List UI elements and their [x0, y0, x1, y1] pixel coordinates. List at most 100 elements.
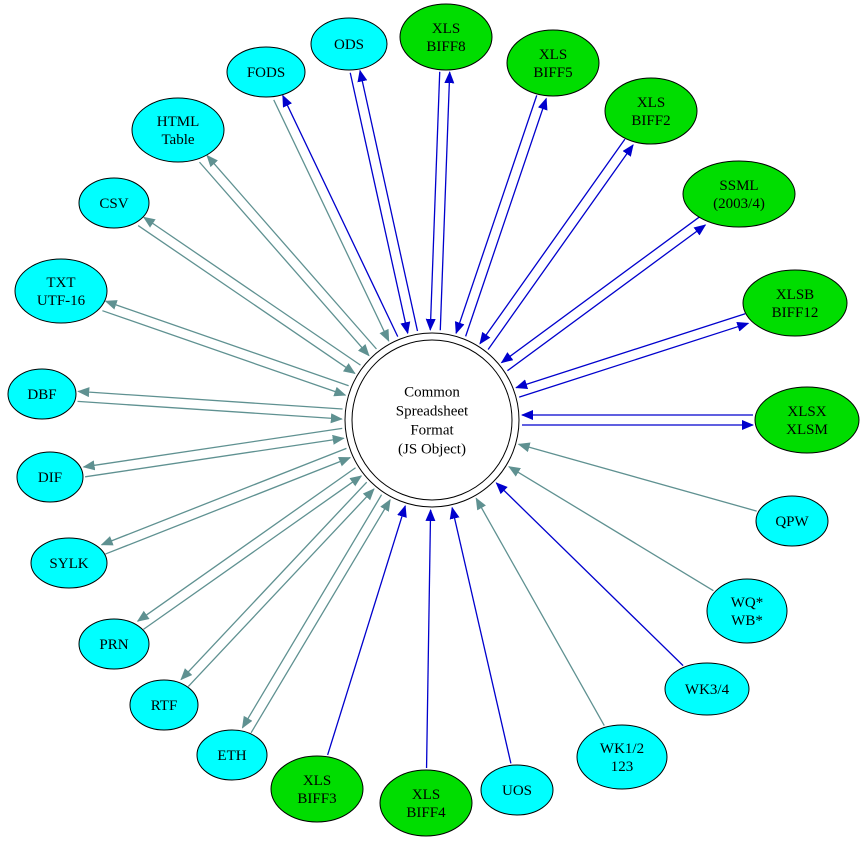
node-label-ods: ODS — [334, 37, 364, 53]
edge-ssml-2003-4-in — [500, 216, 700, 364]
node-shape-xls-biff4 — [379, 769, 473, 837]
node-shape-qpw — [755, 495, 829, 547]
edge-dbf-out — [77, 387, 343, 410]
edge-wk1-2-123-in — [475, 497, 605, 726]
node-qpw: QPW — [755, 495, 829, 547]
edge-qpw-in — [517, 442, 757, 512]
node-shape-wk3-4 — [664, 662, 750, 716]
node-shape-fods — [226, 46, 306, 98]
node-shape-dif — [16, 451, 84, 503]
node-shape-ods — [310, 17, 388, 71]
edge-dif-in — [84, 434, 345, 478]
edge-xls-biff5-in — [454, 95, 538, 335]
edge-xls-biff3-in — [327, 504, 407, 756]
node-dif: DIF — [16, 451, 84, 503]
node-label-qpw: QPW — [775, 514, 809, 530]
node-shape-xls-biff8 — [399, 3, 493, 71]
node-shape-html-table — [131, 97, 225, 163]
node-uos: UOS — [480, 764, 554, 816]
node-label-rtf: RTF — [151, 698, 178, 714]
edge-xls-biff8-in — [425, 71, 441, 331]
edge-xls-biff4-in — [425, 508, 436, 769]
node-label-ssml-2003-4: SSML(2003/4) — [713, 178, 765, 212]
edge-csv-in — [137, 224, 356, 374]
node-shape-xls-biff2 — [604, 77, 698, 145]
node-csv: CSV — [78, 177, 150, 229]
node-label-wq-wb: WQ*WB* — [731, 595, 764, 629]
node-label-csv: CSV — [99, 196, 128, 212]
node-label-sylk: SYLK — [49, 556, 88, 572]
node-shape-wq-wb — [706, 578, 788, 644]
node-label-dif: DIF — [38, 470, 62, 486]
edge-xls-biff5-out — [465, 97, 548, 337]
edge-uos-in — [449, 506, 512, 764]
edge-ods-out — [357, 69, 419, 332]
edge-sylk-in — [105, 457, 352, 555]
edge-eth-in — [250, 498, 391, 734]
edge-ods-in — [349, 72, 411, 335]
node-shape-ssml-2003-4 — [682, 160, 796, 228]
edge-txt-utf16-out — [104, 300, 349, 387]
node-label-uos: UOS — [502, 783, 532, 799]
node-shape-eth — [196, 729, 268, 781]
edge-xls-biff2-out — [487, 144, 634, 350]
node-label-wk3-4: WK3/4 — [685, 682, 730, 698]
node-shape-dbf — [7, 368, 77, 420]
node-label-dbf: DBF — [27, 387, 56, 403]
edge-wq-wb-in — [508, 466, 714, 592]
node-ssml-2003-4: SSML(2003/4) — [682, 160, 796, 228]
edge-wk3-4-in — [495, 482, 684, 667]
edge-html-table-in — [199, 161, 370, 357]
node-shape-wk1-2-123 — [576, 724, 668, 790]
node-sylk: SYLK — [30, 537, 108, 589]
node-shape-xlsx-xlsm — [754, 386, 860, 454]
node-prn: PRN — [78, 618, 150, 670]
edge-dif-out — [82, 427, 343, 471]
node-fods: FODS — [226, 46, 306, 98]
edge-xls-biff8-out — [439, 71, 455, 331]
edge-txt-utf16-in — [102, 310, 347, 397]
node-shape-xls-biff5 — [506, 29, 600, 97]
edge-rtf-out — [180, 481, 368, 681]
node-wk3-4: WK3/4 — [664, 662, 750, 716]
node-ods: ODS — [310, 17, 388, 71]
edge-prn-out — [136, 467, 356, 622]
node-dbf: DBF — [7, 368, 77, 420]
edge-html-table-out — [206, 154, 377, 350]
node-shape-txt-utf16 — [14, 258, 108, 324]
edge-eth-out — [241, 494, 383, 729]
edge-dbf-in — [77, 400, 343, 424]
node-shape-rtf — [129, 679, 199, 731]
edge-xls-biff2-in — [479, 138, 626, 345]
node-label-prn: PRN — [99, 637, 128, 653]
node-label-fods: FODS — [247, 65, 285, 81]
node-shape-csv — [78, 177, 150, 229]
node-wq-wb: WQ*WB* — [706, 578, 788, 644]
edge-xlsb-biff12-in — [515, 313, 746, 390]
edge-xlsb-biff12-out — [518, 321, 750, 398]
edge-fods-in — [273, 99, 390, 342]
edge-prn-in — [143, 475, 363, 630]
node-shape-prn — [78, 618, 150, 670]
node-rtf: RTF — [129, 679, 199, 731]
